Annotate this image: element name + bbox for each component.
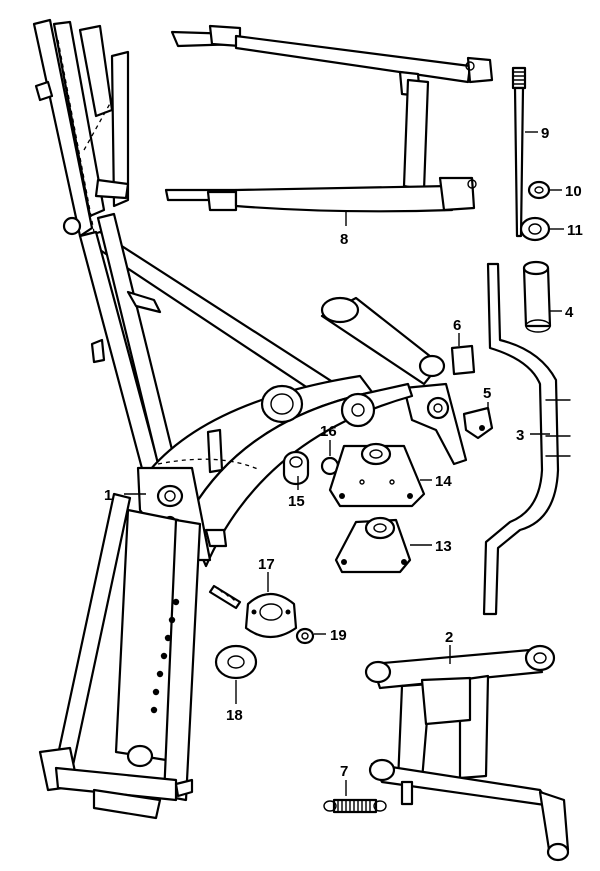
callout-18: 18 bbox=[226, 707, 243, 724]
side-arm-bracket bbox=[320, 296, 468, 466]
part-19-nut bbox=[295, 627, 315, 645]
callout-6: 6 bbox=[453, 317, 461, 334]
part-10-washer bbox=[527, 180, 551, 200]
part-2-center-stand bbox=[364, 644, 570, 862]
callout-labels: 1 2 3 4 5 6 7 8 9 10 11 13 14 15 16 17 1… bbox=[104, 125, 583, 780]
callout-7: 7 bbox=[340, 763, 348, 780]
part-8-subframe bbox=[164, 24, 494, 213]
callout-10: 10 bbox=[565, 183, 582, 200]
callout-3: 3 bbox=[516, 427, 524, 444]
part-14-mount-plate bbox=[328, 442, 426, 508]
callout-5: 5 bbox=[483, 385, 491, 402]
callout-13: 13 bbox=[435, 538, 452, 555]
part-6-rubber-block bbox=[450, 344, 476, 376]
callout-14: 14 bbox=[435, 473, 452, 490]
callout-16: 16 bbox=[320, 423, 337, 440]
part-7-spring bbox=[323, 798, 387, 814]
callout-4: 4 bbox=[565, 304, 574, 321]
part-11-nut bbox=[519, 216, 551, 242]
callout-19: 19 bbox=[330, 627, 347, 644]
leader-lines bbox=[124, 131, 564, 796]
callout-8: 8 bbox=[340, 231, 348, 248]
part-4-grip bbox=[522, 260, 552, 333]
callout-9: 9 bbox=[541, 125, 549, 142]
callout-11: 11 bbox=[567, 222, 583, 239]
part-13-lower-plate bbox=[334, 516, 412, 574]
callout-15: 15 bbox=[288, 493, 305, 510]
callout-1: 1 bbox=[104, 487, 112, 504]
part-5-clip bbox=[462, 406, 494, 440]
part-3-handle-tube bbox=[482, 262, 571, 616]
callout-17: 17 bbox=[258, 556, 275, 573]
callout-2: 2 bbox=[445, 629, 453, 646]
part-1-main-frame bbox=[32, 18, 414, 820]
part-17-rubber-mount bbox=[244, 592, 298, 639]
part-18-washer bbox=[214, 644, 258, 680]
part-15-bushing bbox=[282, 450, 310, 486]
part-9-bolt bbox=[511, 66, 527, 238]
